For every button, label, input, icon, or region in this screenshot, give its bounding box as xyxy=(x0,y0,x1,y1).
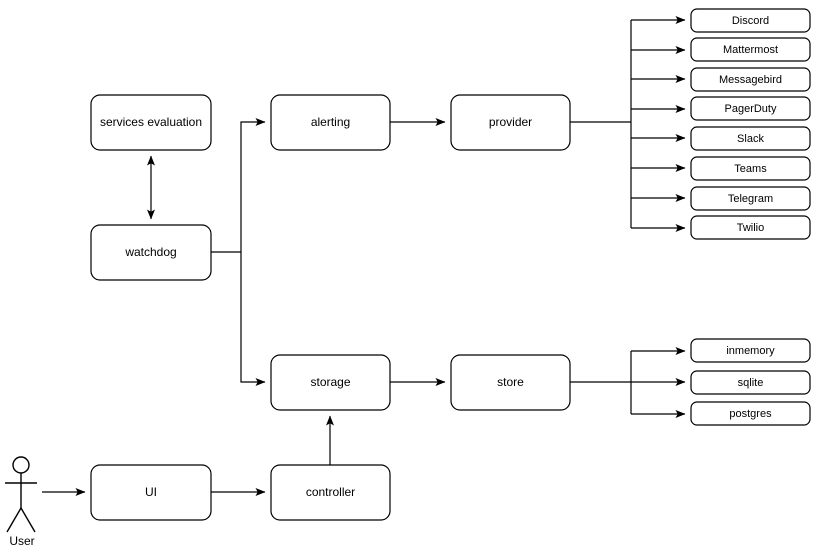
node-label-ui: UI xyxy=(145,485,157,499)
node-label-watchdog: watchdog xyxy=(124,245,176,259)
edge-layer xyxy=(42,16,686,496)
node-ui[interactable]: UI xyxy=(90,464,212,521)
node-label-inmemory: inmemory xyxy=(726,345,775,357)
node-label-store: store xyxy=(497,375,524,389)
node-store-postgres[interactable]: postgres xyxy=(690,401,811,426)
node-provider-pagerduty[interactable]: PagerDuty xyxy=(690,96,811,121)
edge-watchdog-storage xyxy=(240,252,266,386)
node-store-sqlite[interactable]: sqlite xyxy=(690,370,811,395)
node-label-alerting: alerting xyxy=(311,115,350,129)
node-storage[interactable]: storage xyxy=(270,354,391,411)
node-label-services-evaluation: services evaluation xyxy=(100,115,202,129)
node-store-inmemory[interactable]: inmemory xyxy=(690,338,811,363)
edge-watchdog-alerting xyxy=(240,118,266,252)
node-label-storage: storage xyxy=(310,375,350,389)
actor-leg-left-icon xyxy=(6,507,22,533)
node-provider-discord[interactable]: Discord xyxy=(690,8,811,33)
node-label-mattermost: Mattermost xyxy=(723,44,778,56)
node-services-evaluation[interactable]: services evaluation xyxy=(90,94,212,151)
node-provider[interactable]: provider xyxy=(450,94,571,151)
node-store[interactable]: store xyxy=(450,354,571,411)
node-label-sqlite: sqlite xyxy=(738,377,764,389)
node-label-teams: Teams xyxy=(734,163,767,175)
node-provider-messagebird[interactable]: Messagebird xyxy=(690,67,811,92)
node-provider-mattermost[interactable]: Mattermost xyxy=(690,37,811,62)
node-layer: services evaluation watchdog alerting pr… xyxy=(90,8,811,521)
node-alerting[interactable]: alerting xyxy=(270,94,391,151)
node-provider-teams[interactable]: Teams xyxy=(690,156,811,181)
node-controller[interactable]: controller xyxy=(270,464,391,521)
node-label-messagebird: Messagebird xyxy=(719,74,782,86)
node-label-pagerduty: PagerDuty xyxy=(725,103,777,115)
node-provider-slack[interactable]: Slack xyxy=(690,126,811,151)
node-provider-twilio[interactable]: Twilio xyxy=(690,215,811,240)
actor-label-user: User xyxy=(9,534,34,548)
actor-head-icon xyxy=(12,456,30,474)
actor-leg-right-icon xyxy=(20,507,36,533)
node-label-provider: provider xyxy=(489,115,532,129)
node-label-twilio: Twilio xyxy=(737,222,765,234)
node-label-slack: Slack xyxy=(737,133,764,145)
node-label-discord: Discord xyxy=(732,15,769,27)
actor-user[interactable]: User xyxy=(5,456,37,548)
node-label-telegram: Telegram xyxy=(728,193,773,205)
node-watchdog[interactable]: watchdog xyxy=(90,224,212,281)
node-label-postgres: postgres xyxy=(729,408,772,420)
node-label-controller: controller xyxy=(306,485,355,499)
node-provider-telegram[interactable]: Telegram xyxy=(690,186,811,211)
